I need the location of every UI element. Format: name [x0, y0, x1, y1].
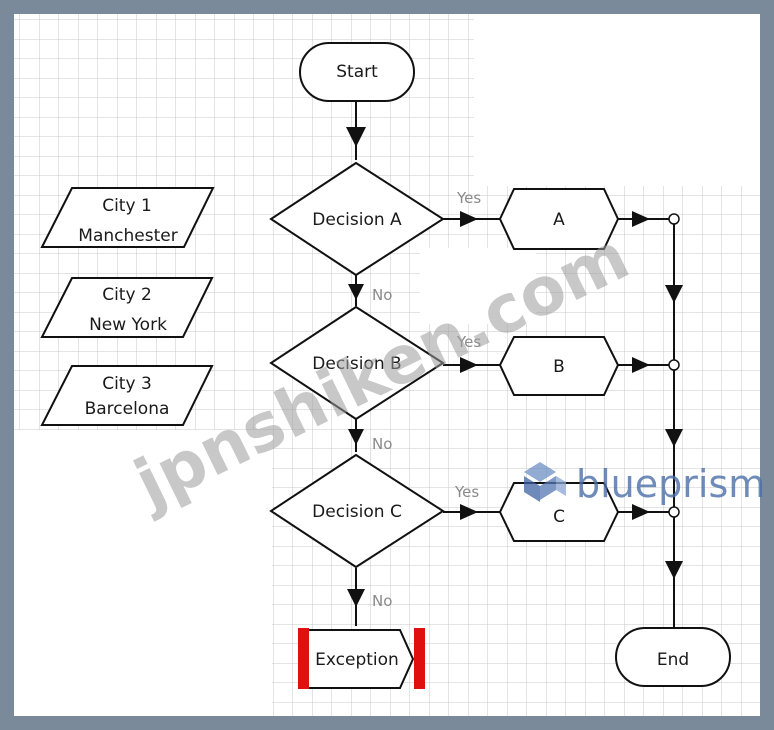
- blueprism-watermark: blueprism: [524, 462, 765, 506]
- blueprism-wordmark: blueprism: [576, 462, 765, 506]
- edge-label-no-a: No: [372, 286, 392, 304]
- arrowheads: [346, 127, 683, 607]
- decision-c-label: Decision C: [312, 502, 402, 522]
- blueprism-logo-icon: [524, 462, 566, 502]
- arrowhead: [460, 357, 478, 373]
- arrowhead: [460, 504, 478, 520]
- arrowhead: [665, 285, 683, 303]
- decision-a-label: Decision A: [312, 210, 402, 230]
- arrowhead: [632, 504, 650, 520]
- exception-node[interactable]: Exception: [298, 628, 425, 689]
- data-item-line1: City 1: [102, 196, 152, 216]
- decision-a[interactable]: Decision A: [269, 161, 445, 277]
- arrowhead: [346, 127, 366, 147]
- action-c[interactable]: C: [498, 482, 620, 542]
- arrowhead: [348, 284, 364, 300]
- action-a[interactable]: A: [498, 188, 620, 250]
- arrowhead: [348, 429, 364, 445]
- end-node[interactable]: End: [615, 627, 731, 687]
- end-label: End: [657, 650, 689, 670]
- data-item-line2: Manchester: [78, 226, 177, 246]
- arrowhead: [347, 589, 365, 607]
- blank-patch: [420, 248, 536, 324]
- data-item-line2: Barcelona: [85, 399, 170, 419]
- data-item-line1: City 2: [102, 285, 152, 305]
- arrowhead: [632, 211, 650, 227]
- action-a-label: A: [553, 210, 565, 230]
- edge-label-yes-c: Yes: [454, 483, 479, 501]
- arrowhead: [665, 429, 683, 447]
- exception-label: Exception: [315, 650, 399, 670]
- action-b-label: B: [553, 357, 565, 377]
- junctions: [668, 213, 680, 518]
- decision-b-label: Decision B: [312, 354, 401, 374]
- edge-label-no-b: No: [372, 435, 392, 453]
- decision-b[interactable]: Decision B: [269, 305, 445, 421]
- data-item-line2: New York: [89, 315, 167, 335]
- start-label: Start: [336, 62, 378, 82]
- edge-label-yes-a: Yes: [456, 189, 481, 207]
- blank-patch: [14, 430, 272, 716]
- decision-c[interactable]: Decision C: [269, 453, 445, 569]
- edge-label-no-c: No: [372, 592, 392, 610]
- junction-node: [668, 506, 680, 518]
- data-item-city-2[interactable]: City 2 New York: [40, 277, 214, 338]
- data-item-line1: City 3: [102, 374, 152, 394]
- blank-patch: [474, 14, 760, 186]
- junction-node: [668, 213, 680, 225]
- arrowhead: [632, 357, 650, 373]
- exception-bar-right: [414, 628, 425, 689]
- edge-label-yes-b: Yes: [456, 333, 481, 351]
- arrowhead: [460, 211, 478, 227]
- data-item-city-1[interactable]: City 1 Manchester: [40, 187, 215, 248]
- exception-bar-left: [298, 628, 309, 689]
- junction-node: [668, 359, 680, 371]
- arrowhead: [665, 561, 683, 579]
- start-node[interactable]: Start: [299, 42, 415, 102]
- action-b[interactable]: B: [498, 336, 620, 396]
- data-item-city-3[interactable]: City 3 Barcelona: [40, 365, 214, 426]
- action-c-label: C: [553, 507, 565, 527]
